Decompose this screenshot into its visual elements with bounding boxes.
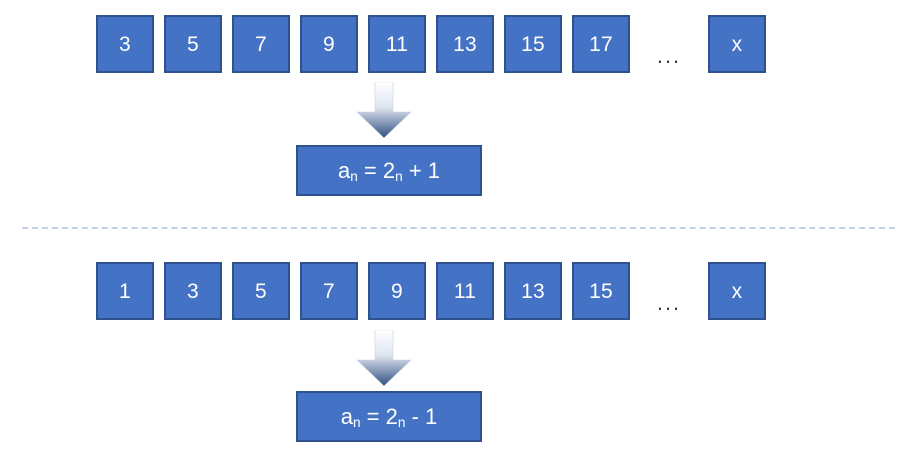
sequence-row-2: 1 3 5 7 9 11 13 15 ... x: [96, 262, 766, 320]
sequence-term: 5: [164, 15, 222, 73]
sequence-term: 7: [300, 262, 358, 320]
sequence-term: 11: [368, 15, 426, 73]
sequence-term: 11: [436, 262, 494, 320]
sequence-term: 7: [232, 15, 290, 73]
formula-text: an = 2n + 1: [337, 157, 441, 184]
sequence-term: 15: [504, 15, 562, 73]
sequence-term: 9: [368, 262, 426, 320]
down-arrow-icon: [354, 82, 414, 138]
formula-box-2: an = 2n - 1: [296, 391, 482, 442]
formula-box-1: an = 2n + 1: [296, 145, 482, 196]
sequence-term: 3: [96, 15, 154, 73]
sequence-variable-term: x: [708, 15, 766, 73]
sequence-variable-term: x: [708, 262, 766, 320]
sequence-ellipsis: ...: [656, 290, 682, 315]
sequence-term: 5: [232, 262, 290, 320]
sequence-term: 9: [300, 15, 358, 73]
sequence-term: 1: [96, 262, 154, 320]
sequence-term: 17: [572, 15, 630, 73]
sequence-ellipsis: ...: [656, 43, 682, 68]
sequence-term: 13: [504, 262, 562, 320]
sequence-term: 3: [164, 262, 222, 320]
section-divider: [22, 227, 895, 229]
down-arrow-icon: [354, 330, 414, 386]
sequence-term: 15: [572, 262, 630, 320]
sequence-row-1: 3 5 7 9 11 13 15 17 ... x: [96, 15, 766, 73]
formula-text: an = 2n - 1: [340, 403, 438, 430]
sequence-term: 13: [436, 15, 494, 73]
